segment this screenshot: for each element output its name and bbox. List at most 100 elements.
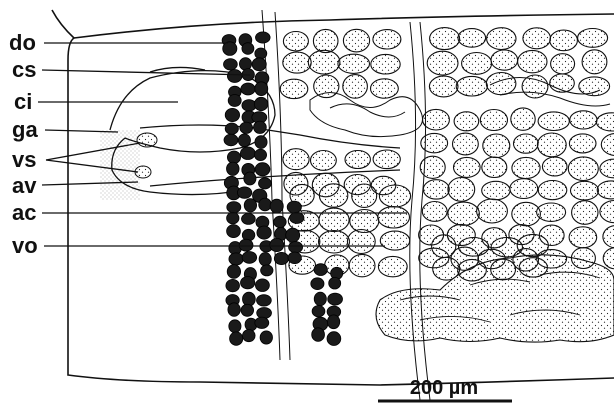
vitelline-cell bbox=[329, 277, 341, 289]
vitelline-cell bbox=[227, 202, 241, 213]
vitelline-cell bbox=[240, 122, 253, 133]
egg-follicle bbox=[569, 134, 596, 153]
vitelline-cell bbox=[241, 277, 255, 289]
vitelline-cell bbox=[255, 163, 270, 176]
vitelline-cell bbox=[312, 328, 325, 342]
egg-follicle bbox=[459, 238, 489, 257]
egg-follicle bbox=[550, 30, 578, 51]
vitelline-cell bbox=[257, 308, 272, 319]
stippled-mass bbox=[376, 255, 614, 342]
egg-follicle bbox=[487, 28, 516, 50]
egg-follicle bbox=[319, 231, 350, 253]
vitelline-cell bbox=[243, 292, 256, 306]
vitelline-cell bbox=[244, 172, 256, 185]
egg-follicle bbox=[432, 235, 456, 258]
vitelline-cell bbox=[274, 252, 288, 264]
egg-follicle bbox=[349, 254, 375, 276]
vitelline-cell bbox=[228, 303, 240, 317]
label-vs: vs bbox=[12, 149, 36, 171]
egg-follicle bbox=[514, 134, 539, 153]
vitelline-cell bbox=[226, 279, 240, 291]
egg-follicle bbox=[572, 201, 598, 225]
egg-follicle bbox=[456, 76, 487, 96]
vitelline-cell bbox=[223, 42, 237, 56]
egg-follicle bbox=[429, 76, 458, 97]
egg-follicle bbox=[512, 157, 540, 178]
vitelline-cell bbox=[259, 253, 271, 266]
vitelline-cell bbox=[257, 226, 271, 239]
egg-follicle bbox=[542, 157, 567, 176]
egg-follicle bbox=[422, 202, 447, 222]
label-ga: ga bbox=[12, 119, 38, 141]
egg-follicle bbox=[480, 110, 507, 131]
egg-follicle bbox=[380, 231, 409, 250]
egg-follicle bbox=[314, 75, 339, 98]
egg-follicle bbox=[283, 52, 311, 73]
egg-follicle bbox=[347, 230, 375, 254]
egg-follicle bbox=[280, 79, 308, 98]
vitelline-cell bbox=[260, 331, 272, 344]
label-ci: ci bbox=[14, 91, 32, 113]
egg-follicle bbox=[600, 201, 614, 223]
egg-follicle bbox=[373, 150, 400, 169]
vitelline-cell bbox=[255, 82, 268, 96]
egg-follicle bbox=[600, 159, 614, 178]
vitelline-cell bbox=[314, 292, 326, 306]
vitelline-cell bbox=[255, 48, 267, 59]
vitelline-cell bbox=[259, 198, 272, 211]
egg-follicle bbox=[448, 178, 475, 202]
egg-follicle bbox=[537, 203, 566, 221]
egg-follicle bbox=[343, 75, 368, 99]
vitelline-cell bbox=[252, 58, 266, 71]
egg-follicle bbox=[319, 208, 349, 231]
egg-follicle bbox=[569, 227, 597, 248]
egg-follicle bbox=[458, 29, 486, 48]
vitelline-cell bbox=[288, 252, 301, 264]
vitelline-cell bbox=[227, 225, 241, 238]
vitelline-cell bbox=[255, 32, 270, 43]
egg-follicle bbox=[603, 226, 614, 248]
egg-follicle bbox=[537, 133, 566, 157]
vitelline-cell bbox=[240, 147, 255, 160]
vitelline-cell bbox=[254, 97, 268, 110]
egg-follicle bbox=[538, 112, 569, 131]
egg-follicle bbox=[371, 54, 400, 74]
vitelline-cell bbox=[255, 317, 269, 328]
vitelline-cell bbox=[254, 121, 267, 133]
egg-follicle bbox=[597, 181, 614, 199]
label-ac: ac bbox=[12, 202, 36, 224]
vitelline-cell bbox=[242, 213, 256, 224]
vitelline-cell bbox=[227, 151, 240, 164]
egg-follicle bbox=[517, 234, 548, 256]
vitelline-cell bbox=[227, 70, 242, 83]
egg-follicle bbox=[420, 156, 445, 178]
egg-follicle bbox=[379, 185, 410, 207]
vitelline-cell bbox=[244, 199, 256, 212]
egg-follicle bbox=[512, 202, 541, 225]
egg-follicle bbox=[491, 50, 518, 70]
vitelline-cell bbox=[224, 134, 238, 146]
egg-follicle bbox=[538, 181, 567, 200]
vitelline-cell bbox=[239, 239, 253, 251]
label-cs: cs bbox=[12, 59, 36, 81]
vitelline-cell bbox=[270, 238, 284, 251]
egg-follicle bbox=[423, 109, 450, 130]
egg-follicle bbox=[345, 151, 370, 169]
egg-follicle bbox=[522, 75, 548, 98]
egg-follicle bbox=[596, 113, 614, 131]
vitelline-cell bbox=[274, 216, 287, 227]
vitelline-cell bbox=[289, 242, 303, 253]
accessory-glands-stipple bbox=[100, 130, 140, 200]
vitelline-cell bbox=[328, 293, 343, 305]
egg-follicle bbox=[343, 29, 369, 52]
egg-follicle bbox=[430, 28, 460, 50]
egg-follicle bbox=[518, 50, 547, 72]
vitelline-cell bbox=[228, 95, 241, 107]
vitelline-cell bbox=[241, 83, 255, 95]
egg-follicle bbox=[483, 134, 510, 158]
vitelline-cell bbox=[254, 149, 266, 160]
vitelline-cell bbox=[287, 201, 301, 213]
egg-follicle bbox=[571, 181, 599, 200]
vitelline-cell bbox=[312, 306, 325, 317]
